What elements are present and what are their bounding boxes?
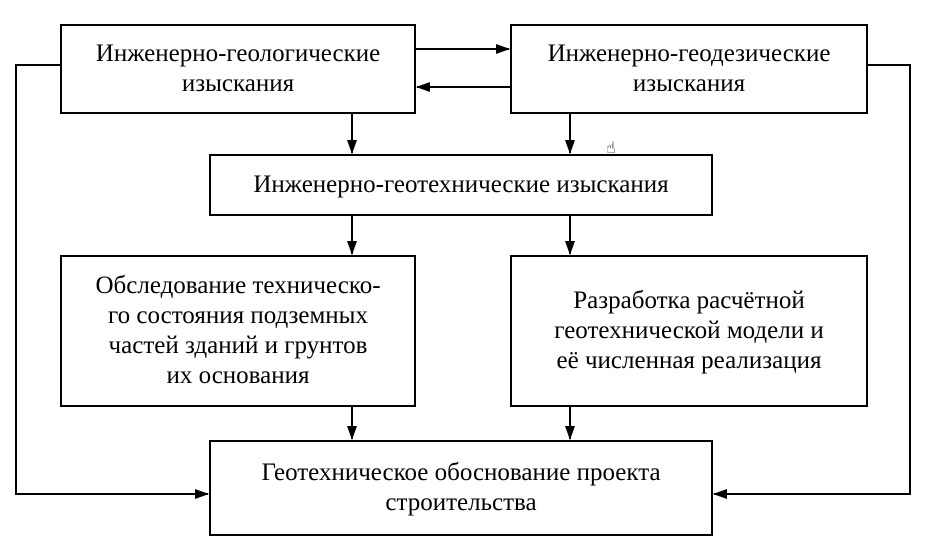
box-line: частей зданий и грунтов bbox=[108, 332, 368, 359]
box-line: изыскания bbox=[632, 70, 746, 97]
arrow-geodesy-to-justification bbox=[713, 64, 911, 499]
hand-pointer-icon: ☝ bbox=[606, 138, 616, 157]
box-line: Разработка расчётной bbox=[573, 287, 805, 314]
box-engineering-geological-surveys: Инженерно-геологические изыскания bbox=[60, 24, 416, 114]
arrow-geology-to-justification bbox=[15, 64, 209, 499]
box-line: Инженерно-геодезические bbox=[547, 40, 831, 67]
box-line: их основания bbox=[166, 362, 310, 389]
box-line: изыскания bbox=[181, 70, 295, 97]
box-technical-condition-survey: Обследование техническо- го состояния по… bbox=[60, 255, 416, 407]
box-engineering-geodetic-surveys: Инженерно-геодезические изыскания bbox=[510, 24, 868, 114]
box-geotechnical-model-development: Разработка расчётной геотехнической моде… bbox=[510, 255, 868, 407]
box-line: Инженерно-геологические bbox=[95, 40, 381, 67]
box-line: Инженерно-геотехнические изыскания bbox=[253, 171, 669, 198]
box-line: го состояния подземных bbox=[108, 302, 368, 329]
box-line: геотехнической модели и bbox=[554, 317, 824, 344]
box-line: строительства bbox=[385, 489, 537, 516]
box-geotechnical-justification: Геотехническое обоснование проекта строи… bbox=[209, 440, 713, 536]
box-line: Обследование техническо- bbox=[95, 272, 381, 299]
box-line: Геотехническое обоснование проекта bbox=[261, 459, 661, 486]
box-line: её численная реализация bbox=[556, 347, 822, 374]
box-engineering-geotechnical-surveys: Инженерно-геотехнические изыскания bbox=[209, 154, 713, 216]
